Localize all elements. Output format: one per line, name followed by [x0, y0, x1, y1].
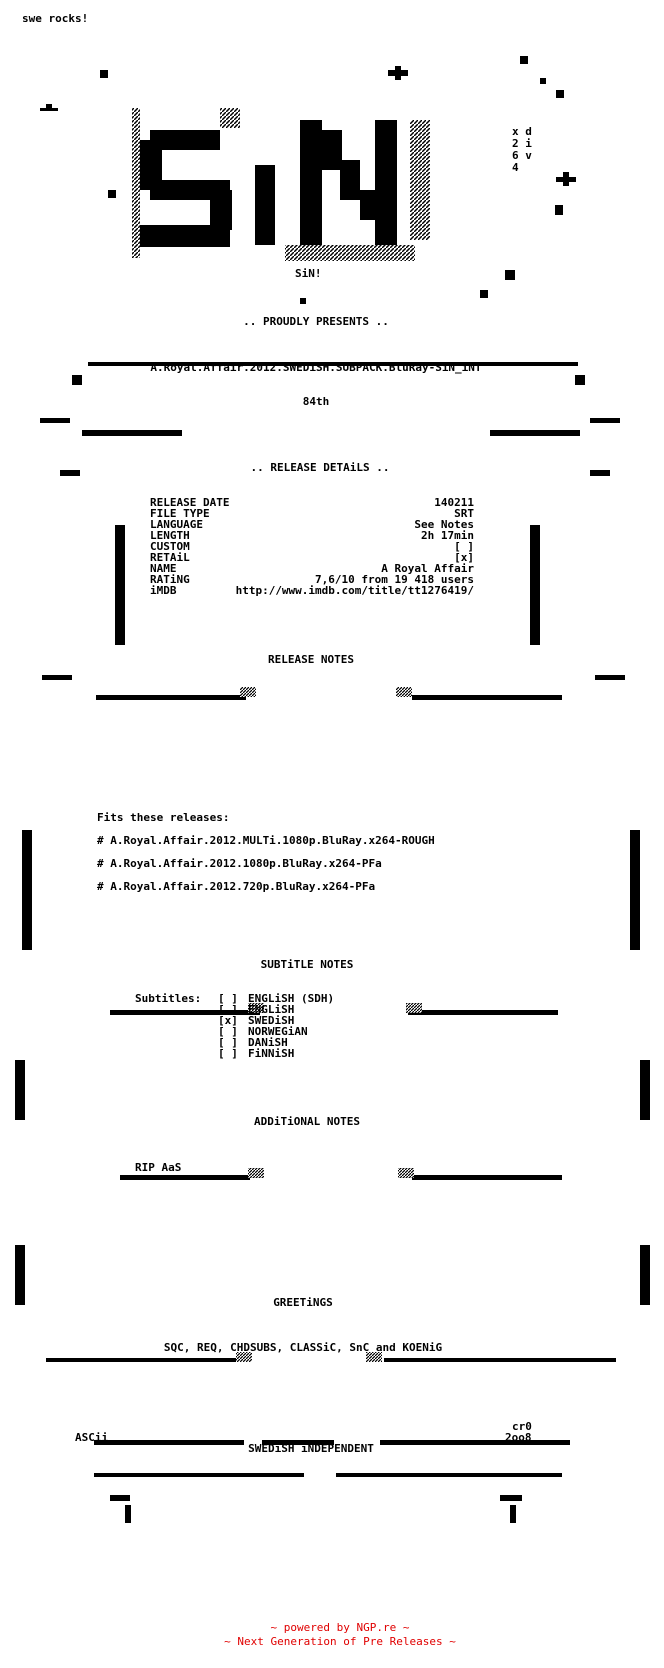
header-text: swe rocks!: [22, 12, 89, 25]
detail-label: RETAiL: [150, 551, 190, 564]
detail-label: RATiNG: [150, 573, 190, 586]
detail-label: CUSTOM: [150, 540, 190, 553]
logo-side-1: x d: [512, 125, 532, 138]
subtitle-mark: [ ]: [218, 992, 238, 1005]
footer-right-1: cr0: [512, 1420, 532, 1433]
subtitle-mark: [ ]: [218, 1003, 238, 1016]
subtitle-lang: SWEDiSH: [248, 1014, 295, 1027]
subtitle-mark: [x]: [218, 1014, 238, 1027]
detail-label: LENGTH: [150, 529, 190, 542]
footer-right-2: 2oo8: [505, 1431, 532, 1444]
detail-value: See Notes: [414, 518, 474, 531]
powered-line-1: ~ powered by NGP.re ~: [270, 1621, 410, 1634]
additional-notes-heading: ADDiTiONAL NOTES: [254, 1115, 360, 1128]
greetings-heading: GREETiNGS: [273, 1296, 333, 1309]
detail-label: RELEASE DATE: [150, 496, 230, 509]
list-item: # A.Royal.Affair.2012.MULTi.1080p.BluRay…: [97, 834, 435, 847]
detail-value: 2h 17min: [421, 529, 474, 542]
additional-notes-text: RIP AaS: [135, 1161, 182, 1174]
detail-value: [x]: [454, 551, 474, 564]
detail-value: http://www.imdb.com/title/tt1276419/: [235, 584, 474, 597]
subtitle-lang: NORWEGiAN: [248, 1025, 308, 1038]
subtitle-lang: DANiSH: [248, 1036, 288, 1049]
powered-line-2: ~ Next Generation of Pre Releases ~: [224, 1635, 456, 1648]
subtitle-mark: [ ]: [218, 1047, 238, 1060]
detail-value: 140211: [434, 496, 474, 509]
subtitle-mark: [ ]: [218, 1025, 238, 1038]
logo-tag: SiN!: [295, 267, 322, 280]
subtitle-lang: FiNNiSH: [248, 1047, 295, 1060]
subtitle-lang: ENGLiSH: [248, 1003, 295, 1016]
detail-value: [ ]: [454, 540, 474, 553]
footer-left: ASCii: [75, 1431, 109, 1444]
detail-label: iMDB: [150, 584, 177, 597]
detail-label: LANGUAGE: [150, 518, 203, 531]
subtitle-lang: ENGLiSH (SDH): [248, 992, 335, 1005]
detail-value: 7,6/10 from 19 418 users: [315, 573, 474, 586]
release-number: 84th: [302, 395, 330, 408]
release-details-heading: .. RELEASE DETAiLS ..: [250, 461, 390, 474]
subtitle-notes-heading: SUBTiTLE NOTES: [260, 958, 354, 971]
release-notes-intro: Fits these releases:: [97, 811, 230, 824]
presents-text: .. PROUDLY PRESENTS ..: [243, 315, 389, 328]
detail-value: SRT: [454, 507, 474, 520]
logo-side-2: 2 i: [512, 137, 532, 150]
detail-label: FILE TYPE: [150, 507, 210, 520]
detail-value: A Royal Affair: [381, 562, 474, 575]
list-item: # A.Royal.Affair.2012.720p.BluRay.x264-P…: [97, 880, 376, 893]
release-name: A.Royal.Affair.2012.SWEDiSH.SUBPACK.BluR…: [150, 361, 482, 374]
logo-side-4: 4: [512, 161, 519, 174]
list-item: # A.Royal.Affair.2012.1080p.BluRay.x264-…: [97, 857, 382, 870]
footer-center: SWEDiSH iNDEPENDENT: [248, 1442, 374, 1455]
subtitles-label: Subtitles:: [135, 992, 202, 1005]
release-notes-heading: RELEASE NOTES: [267, 653, 355, 666]
detail-label: NAME: [150, 562, 177, 575]
logo-side-3: 6 v: [512, 149, 532, 162]
sin-logo: [132, 108, 430, 261]
greetings-text: SQC, REQ, CHDSUBS, CLASSiC, SnC and KOEN…: [163, 1341, 443, 1354]
subtitle-mark: [ ]: [218, 1036, 238, 1049]
